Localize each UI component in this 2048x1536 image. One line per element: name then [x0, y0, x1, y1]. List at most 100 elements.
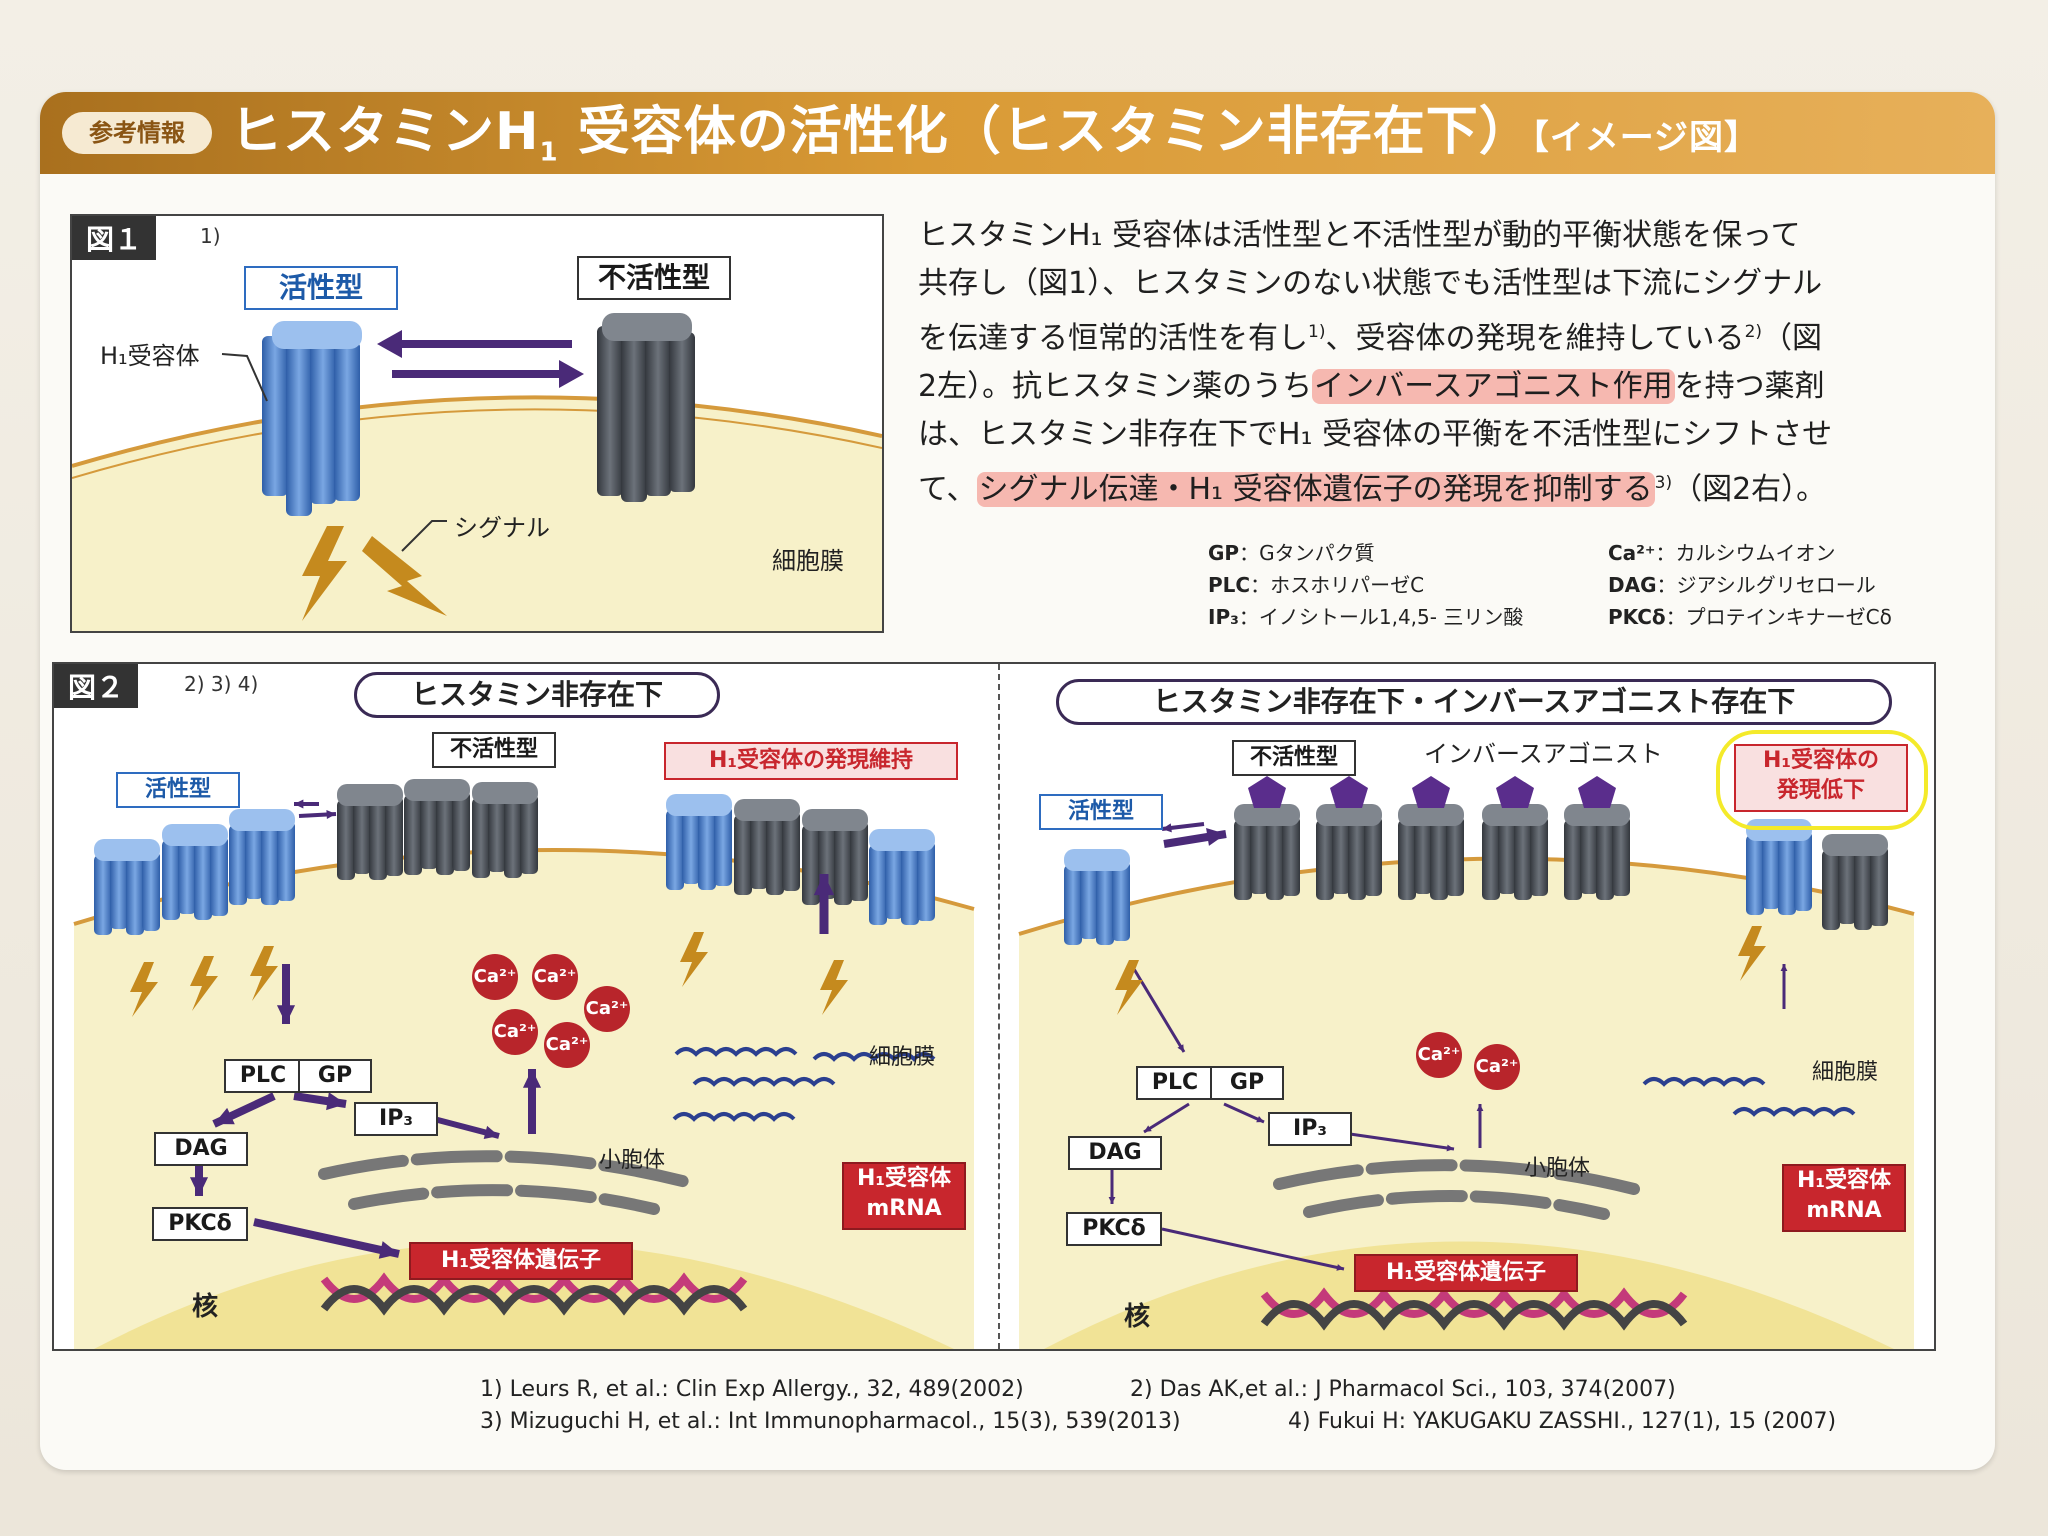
- fig1-membrane-label: 細胞膜: [772, 547, 844, 575]
- right-arrow-to-dag-head: [1144, 1125, 1152, 1132]
- left-gene-label: H₁受容体遺伝子: [409, 1242, 633, 1280]
- right-arrow-to-er-head: [1446, 1144, 1454, 1152]
- left-er-2: [348, 1184, 660, 1215]
- left-inactive-receptor-1: [337, 784, 403, 880]
- membrane-line-2: [72, 408, 882, 479]
- left-nucleus-label: 核: [192, 1292, 219, 1322]
- right-inactive-receptor-5: [1564, 804, 1630, 900]
- right-ip3-box: IP₃: [1268, 1112, 1352, 1146]
- right-er-1: [1273, 1159, 1640, 1195]
- left-arrow-to-ip3-head: [326, 1092, 346, 1111]
- inverse-agonist-4: [1496, 776, 1534, 808]
- equilibrium-arrow-left-head: [377, 330, 402, 358]
- left-active-receptor-2: [162, 824, 228, 920]
- abbr-dag: DAG：ジアシルグリセロール: [1608, 573, 1876, 597]
- signal-bolt-2: [362, 536, 447, 616]
- title-main: ヒスタミンH: [230, 102, 540, 162]
- signal-bolt-4: [680, 932, 708, 987]
- receptor-leader: [221, 353, 268, 402]
- left-er-1: [318, 1150, 700, 1190]
- title-rest: 受容体の活性化（ヒスタミン非存在下）: [558, 102, 1532, 162]
- left-expression-label: H₁受容体の発現維持: [664, 742, 958, 780]
- signal-bolt-6: [1115, 960, 1143, 1015]
- figure-2: 図２ 2) 3) 4) ヒスタミン非存在下 不活性型 活性型 H₁受容体の発現維…: [52, 662, 1936, 1351]
- right-active-receptor-1: [1064, 849, 1130, 945]
- info-tag: 参考情報: [62, 112, 212, 154]
- left-inactive-receptor-5: [802, 809, 868, 905]
- figure-1: 図１ 1) 活性型 不活性型 H₁受容体 細胞膜 シグナル: [70, 214, 884, 633]
- desc-line-5: は、ヒスタミン非存在下でH₁ 受容体の平衡を不活性型にシフトさせ: [918, 417, 1833, 452]
- left-mrna-wave-1: [674, 1047, 798, 1057]
- info-card: 参考情報 ヒスタミンH1 受容体の活性化（ヒスタミン非存在下）【イメージ図】: [40, 92, 1995, 1470]
- left-inactive-receptor-3: [472, 782, 538, 878]
- right-arrow-to-ip3: [1223, 1102, 1265, 1124]
- page-title: ヒスタミンH1 受容体の活性化（ヒスタミン非存在下）【イメージ図】: [230, 100, 1759, 184]
- right-arrow-ca-release-head: [1476, 1104, 1484, 1112]
- right-inactive-receptor-1: [1234, 804, 1300, 900]
- right-arrow-to-gene-head: [1336, 1264, 1344, 1271]
- fig1-active-label: 活性型: [244, 266, 398, 310]
- right-panel-title: ヒスタミン非存在下・インバースアゴニスト存在下: [1056, 679, 1892, 725]
- right-er-label: 小胞体: [1524, 1156, 1591, 1181]
- figure-1-label: 図１: [72, 216, 157, 260]
- left-dag-box: DAG: [154, 1132, 248, 1166]
- right-pkc-box: PKCδ: [1066, 1212, 1162, 1246]
- right-cell-interior: [1019, 858, 1914, 1349]
- left-er-label: 小胞体: [599, 1148, 666, 1173]
- reference-2: 2) Das AK,et al.: J Pharmacol Sci., 103,…: [1130, 1377, 1676, 1402]
- reference-3: 3) Mizuguchi H, et al.: Int Immunopharma…: [480, 1409, 1181, 1434]
- right-inactive-receptor-2: [1316, 804, 1382, 900]
- left-active-label: 活性型: [116, 772, 240, 808]
- left-mrna-wave-3: [672, 1112, 796, 1122]
- desc-line-2: 共存し（図1）、ヒスタミンのない状態でも活性型は下流にシグナル: [918, 266, 1823, 301]
- right-ca-2: Ca²⁺: [1474, 1044, 1520, 1090]
- abbr-gp: GP：Gタンパク質: [1208, 541, 1375, 565]
- right-eq-arrow-right-head: [1206, 828, 1226, 846]
- equilibrium-arrow-right-head: [559, 360, 584, 388]
- right-arrow-to-pkc-head: [1108, 1196, 1116, 1204]
- inverse-agonist-2: [1330, 776, 1368, 808]
- right-active-label: 活性型: [1039, 794, 1163, 830]
- desc-line-1: ヒスタミンH₁ 受容体は活性型と不活性型が動的平衡状態を保って: [918, 218, 1801, 253]
- abbr-plc: PLC：ホスホリパーゼC: [1208, 573, 1425, 597]
- left-membrane-label: 細胞膜: [869, 1045, 936, 1070]
- receptor-layer: [94, 776, 1888, 1331]
- right-arrow-to-plc-head: [1177, 1044, 1184, 1052]
- signal-bolt-7: [1738, 926, 1766, 981]
- right-arrow-expression-head: [1780, 964, 1788, 972]
- figure-2-ref: 2) 3) 4): [184, 672, 259, 696]
- right-arrow-to-dag: [1143, 1102, 1190, 1134]
- left-arrow-to-er-head: [483, 1125, 499, 1140]
- right-active-receptor-2: [1746, 819, 1812, 915]
- left-arrow-to-dag-head: [214, 1107, 235, 1125]
- reference-1: 1) Leurs R, et al.: Clin Exp Allergy., 3…: [480, 1377, 1024, 1402]
- left-arrow-expression-head: [813, 874, 835, 896]
- right-er-2: [1303, 1190, 1610, 1220]
- right-arrow-to-ip3-head: [1256, 1116, 1264, 1123]
- right-nucleus-label: 核: [1124, 1302, 1151, 1332]
- inverse-agonist-5: [1578, 776, 1616, 808]
- left-panel-title: ヒスタミン非存在下: [354, 672, 720, 718]
- left-ca-1: Ca²⁺: [472, 954, 518, 1000]
- fig1-inactive-label: 不活性型: [577, 256, 731, 300]
- figure-2-label: 図２: [54, 664, 139, 708]
- left-eq-arrow-right-head: [326, 809, 336, 820]
- left-ca-4: Ca²⁺: [492, 1009, 538, 1055]
- fig1-signal-label: シグナル: [454, 514, 550, 542]
- inverse-agonist-3: [1412, 776, 1450, 808]
- left-active-receptor-5: [869, 829, 935, 925]
- right-ca-1: Ca²⁺: [1416, 1032, 1462, 1078]
- fig1-receptor-label: H₁受容体: [100, 342, 200, 370]
- reference-4: 4) Fukui H: YAKUGAKU ZASSHI., 127(1), 15…: [1288, 1409, 1837, 1434]
- yellow-highlight-circle: [1716, 730, 1928, 830]
- left-plc-box: PLC: [224, 1059, 302, 1093]
- right-mrna-wave-1: [1642, 1077, 1766, 1087]
- right-gene-label: H₁受容体遺伝子: [1354, 1254, 1578, 1292]
- highlight-inverse-agonist: インバースアゴニスト作用: [1312, 369, 1675, 404]
- right-membrane-label: 細胞膜: [1812, 1060, 1879, 1085]
- left-ca-5: Ca²⁺: [544, 1022, 590, 1068]
